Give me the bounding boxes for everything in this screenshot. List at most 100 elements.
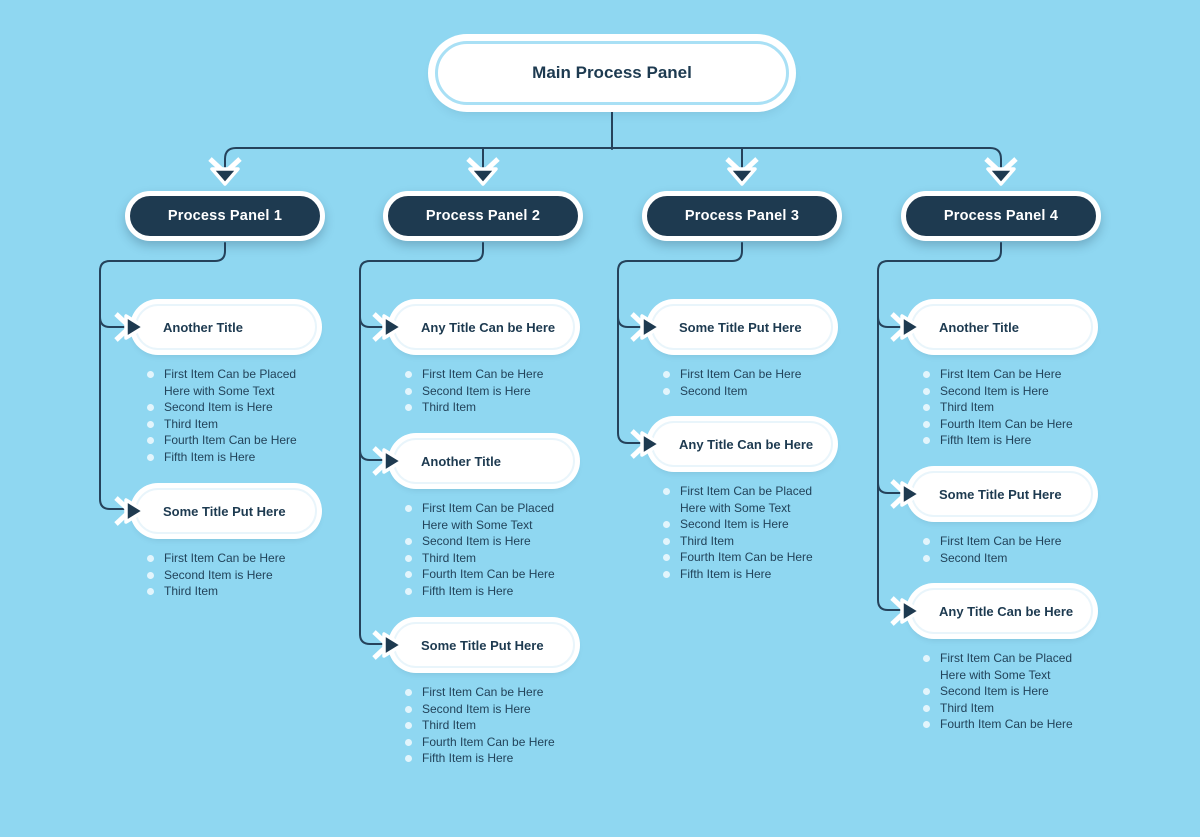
item-list: First Item Can be Here Second Item xyxy=(651,366,833,399)
panel4-section-2: Some Title Put Here First Item Can be He… xyxy=(890,471,1093,566)
arrow-right-icon xyxy=(630,312,662,342)
bullet-icon xyxy=(663,554,670,561)
bullet-icon xyxy=(923,721,930,728)
process-panel-2: Process Panel 2 xyxy=(383,191,583,241)
main-panel-title: Main Process Panel xyxy=(532,63,692,82)
list-item: Fourth Item Can be Here xyxy=(923,716,1093,733)
process-panel-1: Process Panel 1 xyxy=(125,191,325,241)
bullet-icon xyxy=(405,387,412,395)
list-item: Third Item xyxy=(923,399,1093,416)
bullet-icon xyxy=(923,704,930,712)
section-title: Any Title Can be Here xyxy=(421,319,556,335)
list-item: Second Item is Here xyxy=(923,383,1093,400)
section-title-pill: Another Title xyxy=(890,304,1093,350)
list-item: Fifth Item is Here xyxy=(663,566,833,583)
list-item: First Item Can be Here xyxy=(923,533,1093,550)
bullet-icon xyxy=(923,554,930,562)
bullet-icon xyxy=(923,371,930,378)
section-title: Another Title xyxy=(163,319,243,335)
list-item: Second Item xyxy=(663,383,833,400)
item-list: First Item Can be Here Second Item xyxy=(911,533,1093,566)
item-list: First Item Can be Placed Here with Some … xyxy=(393,500,575,599)
panel4-section-3: Any Title Can be Here First Item Can be … xyxy=(890,588,1093,733)
arrow-down-icon xyxy=(984,157,1018,186)
bullet-icon xyxy=(663,488,670,495)
arrow-right-icon xyxy=(114,496,146,526)
list-item: First Item Can be Placed Here with Some … xyxy=(663,483,833,516)
list-item: Fourth Item Can be Here xyxy=(405,734,575,751)
section-title-pill: Any Title Can be Here xyxy=(372,304,575,350)
list-item: First Item Can be Here xyxy=(663,366,833,383)
bullet-icon xyxy=(147,555,154,562)
arrow-right-icon xyxy=(372,630,404,660)
list-item: Third Item xyxy=(405,550,575,567)
section-title: Some Title Put Here xyxy=(939,486,1062,502)
list-item: Fourth Item Can be Here xyxy=(147,432,317,449)
section-title: Any Title Can be Here xyxy=(939,603,1074,619)
bullet-icon xyxy=(405,722,412,729)
section-title: Some Title Put Here xyxy=(679,319,802,335)
list-item: Fourth Item Can be Here xyxy=(405,566,575,583)
bullet-icon xyxy=(663,570,670,578)
bullet-icon xyxy=(405,404,412,411)
list-item: First Item Can be Here xyxy=(923,366,1093,383)
list-item: Fourth Item Can be Here xyxy=(663,549,833,566)
bullet-icon xyxy=(923,404,930,411)
process-panel-3-title: Process Panel 3 xyxy=(684,208,800,224)
process-panel-1-title: Process Panel 1 xyxy=(167,208,283,224)
list-item: Third Item xyxy=(405,717,575,734)
section-title: Some Title Put Here xyxy=(163,503,286,519)
bullet-icon xyxy=(405,538,412,545)
list-item: Second Item is Here xyxy=(147,399,317,416)
section-title-pill: Any Title Can be Here xyxy=(630,421,833,467)
process-panel-4: Process Panel 4 xyxy=(901,191,1101,241)
bullet-icon xyxy=(147,371,154,378)
arrow-right-icon xyxy=(890,479,922,509)
bullet-icon xyxy=(147,420,154,428)
item-list: First Item Can be Placed Here with Some … xyxy=(911,650,1093,733)
section-title-pill: Some Title Put Here xyxy=(372,622,575,668)
list-item: Second Item is Here xyxy=(405,383,575,400)
arrow-right-icon xyxy=(630,429,662,459)
bullet-icon xyxy=(923,387,930,395)
bullet-icon xyxy=(923,420,930,428)
list-item: Third Item xyxy=(923,700,1093,717)
section-title-pill: Some Title Put Here xyxy=(630,304,833,350)
arrow-right-icon xyxy=(890,312,922,342)
item-list: First Item Can be Here Second Item is He… xyxy=(135,550,317,600)
bullet-icon xyxy=(923,437,930,444)
item-list: First Item Can be Here Second Item is He… xyxy=(393,366,575,416)
bullet-icon xyxy=(147,404,154,411)
list-item: Fourth Item Can be Here xyxy=(923,416,1093,433)
section-title: Some Title Put Here xyxy=(421,637,544,653)
item-list: First Item Can be Placed Here with Some … xyxy=(135,366,317,465)
list-item: Fifth Item is Here xyxy=(147,449,317,466)
bullet-icon xyxy=(147,453,154,461)
panel2-section-1: Any Title Can be Here First Item Can be … xyxy=(372,304,575,416)
bullet-icon xyxy=(147,588,154,595)
list-item: Third Item xyxy=(663,533,833,550)
list-item: Fifth Item is Here xyxy=(405,583,575,600)
item-list: First Item Can be Here Second Item is He… xyxy=(911,366,1093,449)
section-title-pill: Any Title Can be Here xyxy=(890,588,1093,634)
list-item: Fifth Item is Here xyxy=(923,432,1093,449)
arrow-right-icon xyxy=(372,312,404,342)
section-title: Another Title xyxy=(939,319,1019,335)
section-title-pill: Some Title Put Here xyxy=(890,471,1093,517)
list-item: Second Item xyxy=(923,550,1093,567)
panel2-section-2: Another Title First Item Can be Placed H… xyxy=(372,438,575,599)
section-title: Any Title Can be Here xyxy=(679,436,814,452)
panel4-section-1: Another Title First Item Can be Here Sec… xyxy=(890,304,1093,449)
list-item: Second Item is Here xyxy=(923,683,1093,700)
arrow-right-icon xyxy=(114,312,146,342)
panel3-section-2: Any Title Can be Here First Item Can be … xyxy=(630,421,833,582)
bullet-icon xyxy=(405,738,412,746)
process-panel-3: Process Panel 3 xyxy=(642,191,842,241)
process-panel-2-title: Process Panel 2 xyxy=(425,208,541,224)
process-panel-4-title: Process Panel 4 xyxy=(943,208,1059,224)
list-item: First Item Can be Here xyxy=(147,550,317,567)
bullet-icon xyxy=(405,587,412,595)
item-list: First Item Can be Placed Here with Some … xyxy=(651,483,833,582)
arrow-down-icon xyxy=(466,157,500,186)
